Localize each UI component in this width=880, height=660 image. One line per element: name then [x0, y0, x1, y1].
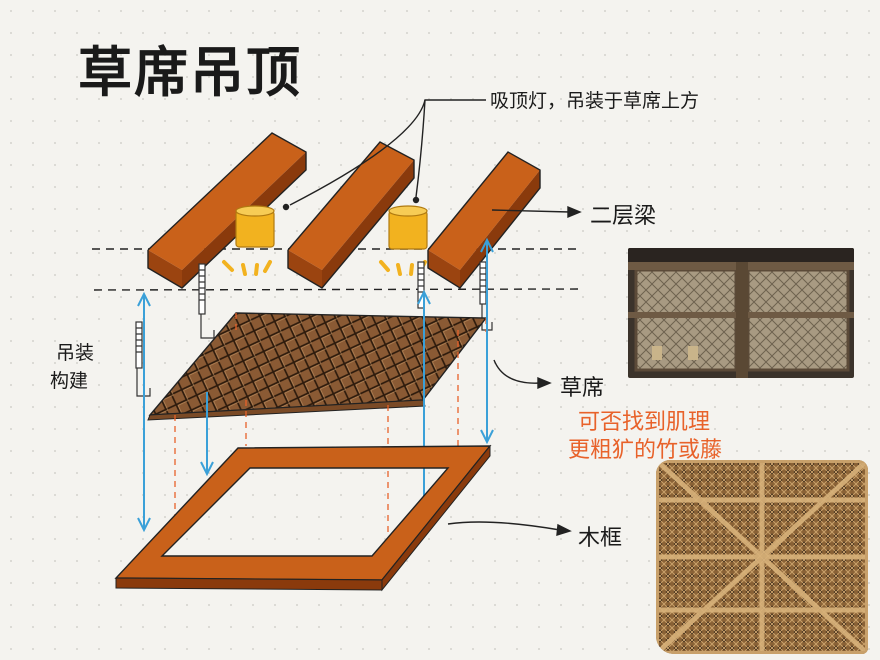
note-line2: 更粗犷的竹或藤: [568, 438, 723, 463]
grass-mat: [147, 312, 488, 421]
dimension-arrows: [137, 237, 494, 533]
beam-3: [427, 151, 541, 289]
mat-label: 草席: [560, 376, 605, 401]
lamp-2-icon: [379, 205, 428, 276]
lamp-leader: [282, 99, 486, 211]
beam-label: 二层梁: [590, 204, 657, 229]
beam-2: [287, 141, 415, 289]
wood-frame: [114, 444, 492, 592]
page-title: 草席吊顶: [78, 41, 302, 104]
frame-arrow: [447, 521, 572, 536]
frame-label: 木框: [578, 526, 623, 551]
reference-photo-lattice: [628, 248, 854, 378]
beam-arrow: [491, 205, 582, 219]
hanging-label-line1: 吊装: [56, 342, 95, 364]
reference-photo-rattan: [656, 460, 868, 654]
hanging-label-line2: 构建: [50, 370, 89, 392]
lamp-label: 吸顶灯，吊装于草席上方: [490, 90, 700, 112]
note-line1: 可否找到肌理: [578, 410, 711, 435]
mat-arrow: [493, 359, 552, 390]
dashed-line-bottom: [93, 288, 583, 291]
lamp-1-icon: [222, 205, 275, 276]
